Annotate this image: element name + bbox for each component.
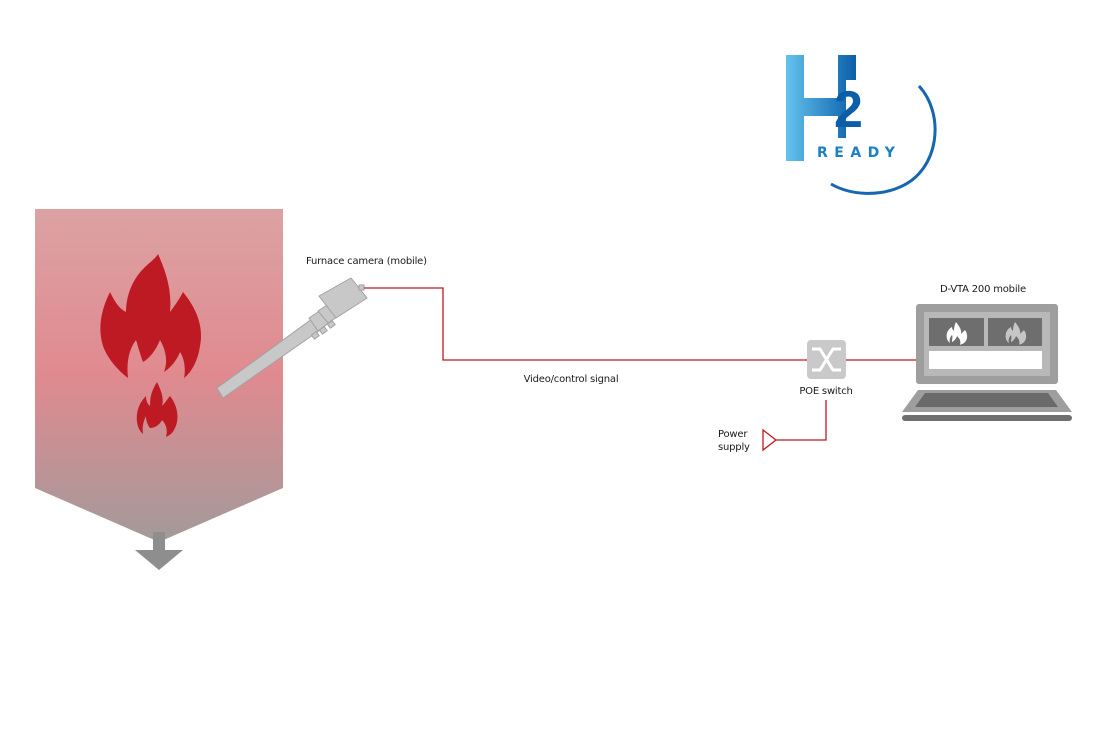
- logo-h-letter: [786, 55, 856, 161]
- flame-icon-small: [136, 382, 178, 437]
- furnace: [35, 209, 283, 570]
- flame-icon-large: [100, 254, 202, 378]
- camera-housing: [318, 277, 368, 319]
- logo-2: 2: [834, 81, 863, 139]
- camera-label: Furnace camera (mobile): [306, 256, 427, 267]
- signal-line: [364, 287, 807, 361]
- furnace-body: [35, 209, 283, 542]
- exhaust-arrow-icon: [135, 532, 183, 570]
- camera-bolt: [310, 330, 320, 340]
- flame-icon-screen-right: [1005, 322, 1027, 345]
- power-supply-label-line1: Power: [718, 429, 748, 440]
- logo-arc: [830, 84, 937, 195]
- laptop-keyboard: [915, 393, 1058, 407]
- poe-switch-label: POE switch: [799, 386, 853, 397]
- switch-cross-icon: [812, 347, 841, 372]
- laptop: [902, 304, 1072, 421]
- h2-ready-logo: [786, 55, 937, 195]
- poe-switch: [807, 340, 846, 379]
- signal-label: Video/control signal: [523, 374, 619, 385]
- laptop-label: D-VTA 200 mobile: [940, 284, 1026, 295]
- laptop-base-edge: [902, 415, 1072, 421]
- furnace-camera: [216, 277, 368, 399]
- camera-connector: [358, 284, 365, 291]
- power-triangle-icon: [762, 428, 778, 452]
- camera-bolt: [326, 319, 336, 329]
- power-line: [776, 400, 827, 441]
- screen-bar: [929, 351, 1042, 369]
- logo-ready-text: READY: [817, 145, 902, 161]
- power-supply-label-line2: supply: [718, 442, 750, 453]
- power-supply-label: Power supply: [718, 428, 750, 454]
- signal-wiring: [364, 287, 917, 452]
- flame-icon-screen-left: [946, 322, 968, 345]
- camera-bolt: [318, 325, 328, 335]
